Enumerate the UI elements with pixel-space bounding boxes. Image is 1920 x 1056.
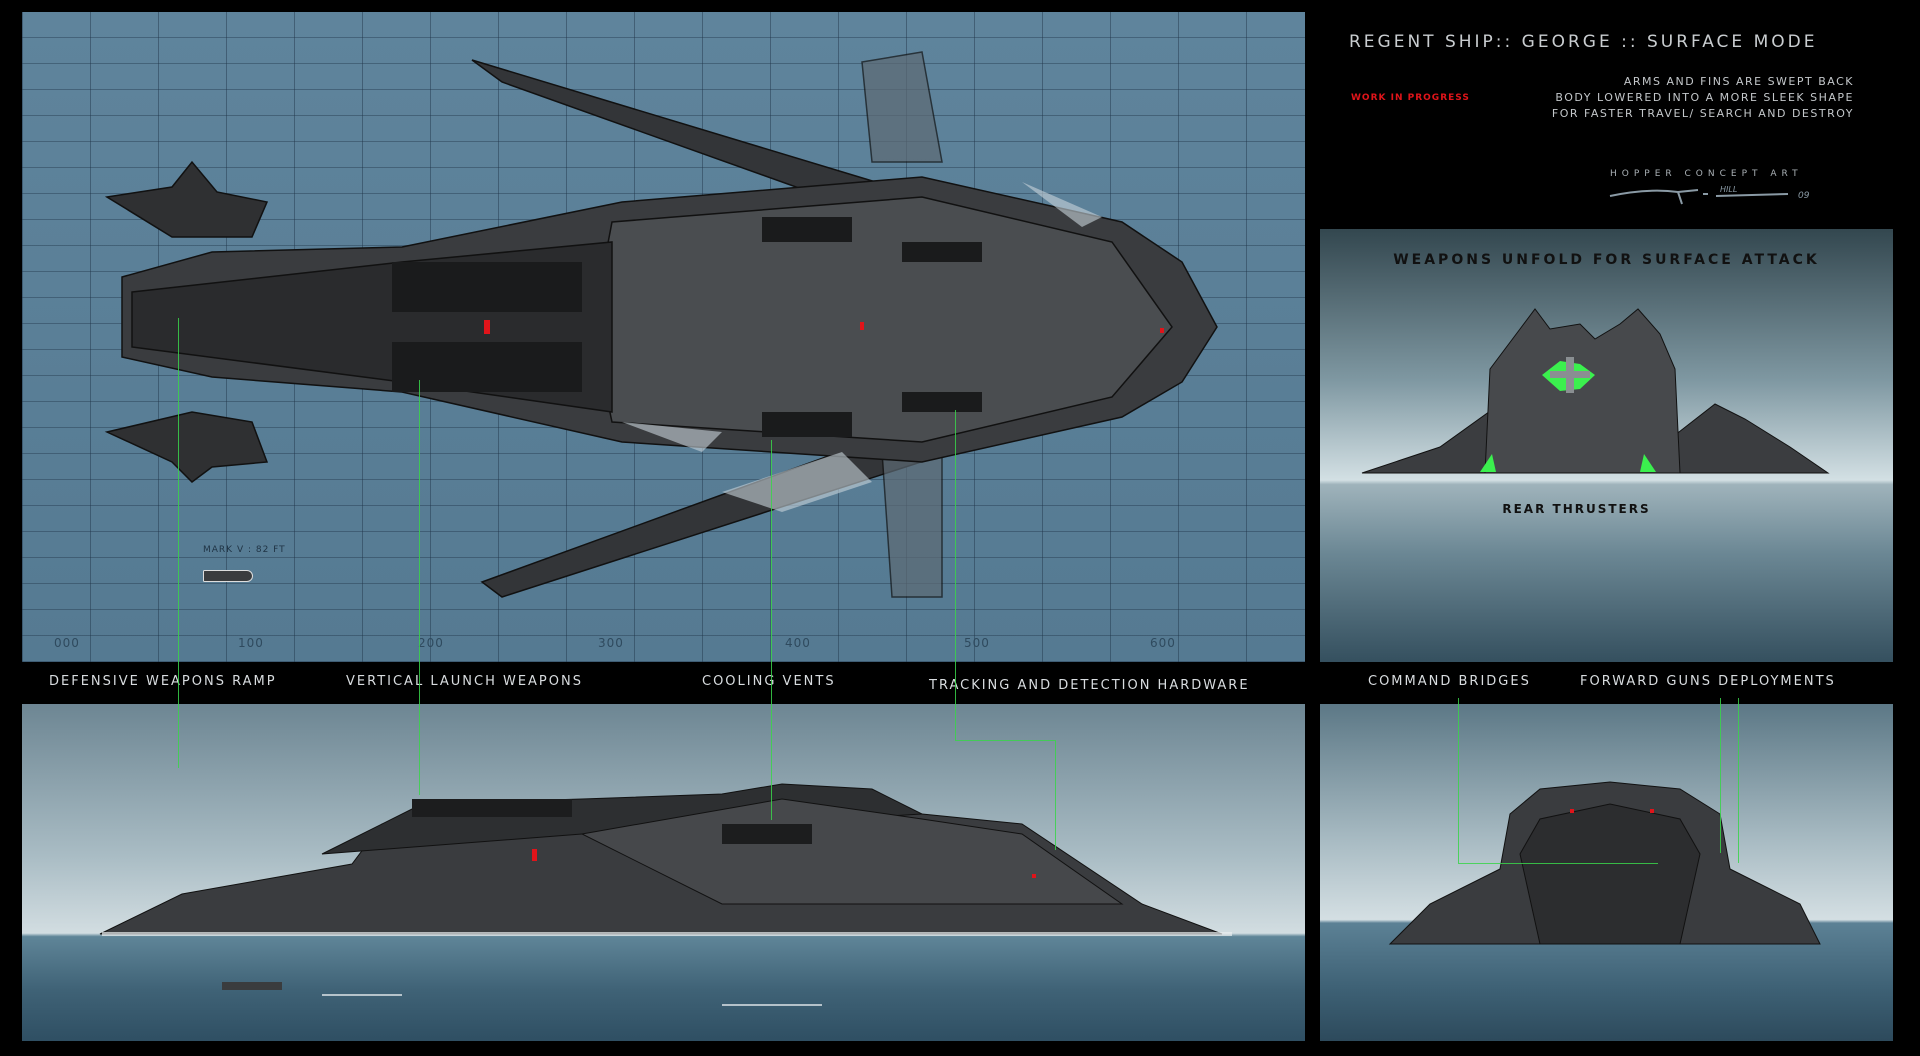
design-notes: ARMS AND FINS ARE SWEPT BACK BODY LOWERE… xyxy=(1552,74,1854,122)
scale-tick: 000 xyxy=(54,636,80,650)
rear-view-title: WEAPONS UNFOLD FOR SURFACE ATTACK xyxy=(1393,252,1820,268)
reference-boat xyxy=(222,982,282,990)
callout-defensive-weapons-ramp: DEFENSIVE WEAPONS RAMP xyxy=(49,674,277,689)
wip-label: WORK IN PROGRESS xyxy=(1351,93,1470,103)
artist-signature: HILL 09 xyxy=(1608,182,1838,206)
side-view-panel xyxy=(22,704,1305,1041)
note-line: FOR FASTER TRAVEL/ SEARCH AND DESTROY xyxy=(1551,107,1854,120)
scale-tick: 300 xyxy=(598,636,624,650)
leader-line xyxy=(419,380,420,795)
note-line: ARMS AND FINS ARE SWEPT BACK xyxy=(1623,75,1854,88)
sheet-title: REGENT SHIP:: GEORGE :: SURFACE MODE xyxy=(1349,32,1818,52)
leader-line xyxy=(1055,740,1056,850)
note-line: BODY LOWERED INTO A MORE SLEEK SHAPE xyxy=(1555,91,1854,104)
reference-boat xyxy=(203,570,253,582)
svg-text:09: 09 xyxy=(1798,191,1810,201)
lower-pod xyxy=(104,411,269,483)
ship-rear-view xyxy=(1361,308,1830,474)
callout-tracking-hardware: TRACKING AND DETECTION HARDWARE xyxy=(929,678,1250,693)
scale-tick: 600 xyxy=(1150,636,1176,650)
plan-view-panel: 000 100 200 300 400 500 600 MARK V : 82 … xyxy=(22,12,1305,662)
callout-cooling-vents: COOLING VENTS xyxy=(702,674,836,689)
callout-command-bridges: COMMAND BRIDGES xyxy=(1368,674,1531,689)
studio-credit: HOPPER CONCEPT ART xyxy=(1610,169,1803,179)
leader-line xyxy=(1458,863,1658,864)
leader-line xyxy=(771,440,772,820)
signature-mark: HILL 09 xyxy=(1609,185,1810,205)
ship-bow-view xyxy=(1388,781,1821,945)
ship-top-view xyxy=(104,51,1218,598)
upper-fin xyxy=(861,51,943,163)
lower-fin xyxy=(881,451,943,598)
scale-tick: 100 xyxy=(238,636,264,650)
scale-tick: 200 xyxy=(418,636,444,650)
ship-side-view xyxy=(99,783,1232,1006)
leader-line xyxy=(1458,698,1459,863)
rear-view-panel: WEAPONS UNFOLD FOR SURFACE ATTACK REAR T… xyxy=(1320,229,1893,662)
leader-line xyxy=(1738,698,1739,863)
scale-tick: 400 xyxy=(785,636,811,650)
bow-view-panel xyxy=(1320,704,1893,1041)
leader-line xyxy=(178,318,179,768)
reference-boat-label: MARK V : 82 FT xyxy=(203,545,286,555)
scale-tick: 500 xyxy=(964,636,990,650)
svg-text:HILL: HILL xyxy=(1720,185,1737,194)
rear-thrusters-callout: REAR THRUSTERS xyxy=(1502,502,1651,516)
callout-vertical-launch-weapons: VERTICAL LAUNCH WEAPONS xyxy=(346,674,583,689)
callout-forward-guns: FORWARD GUNS DEPLOYMENTS xyxy=(1580,674,1836,689)
leader-line xyxy=(955,740,1055,741)
upper-pod xyxy=(104,160,269,238)
leader-line xyxy=(955,410,956,740)
leader-line xyxy=(1720,698,1721,853)
